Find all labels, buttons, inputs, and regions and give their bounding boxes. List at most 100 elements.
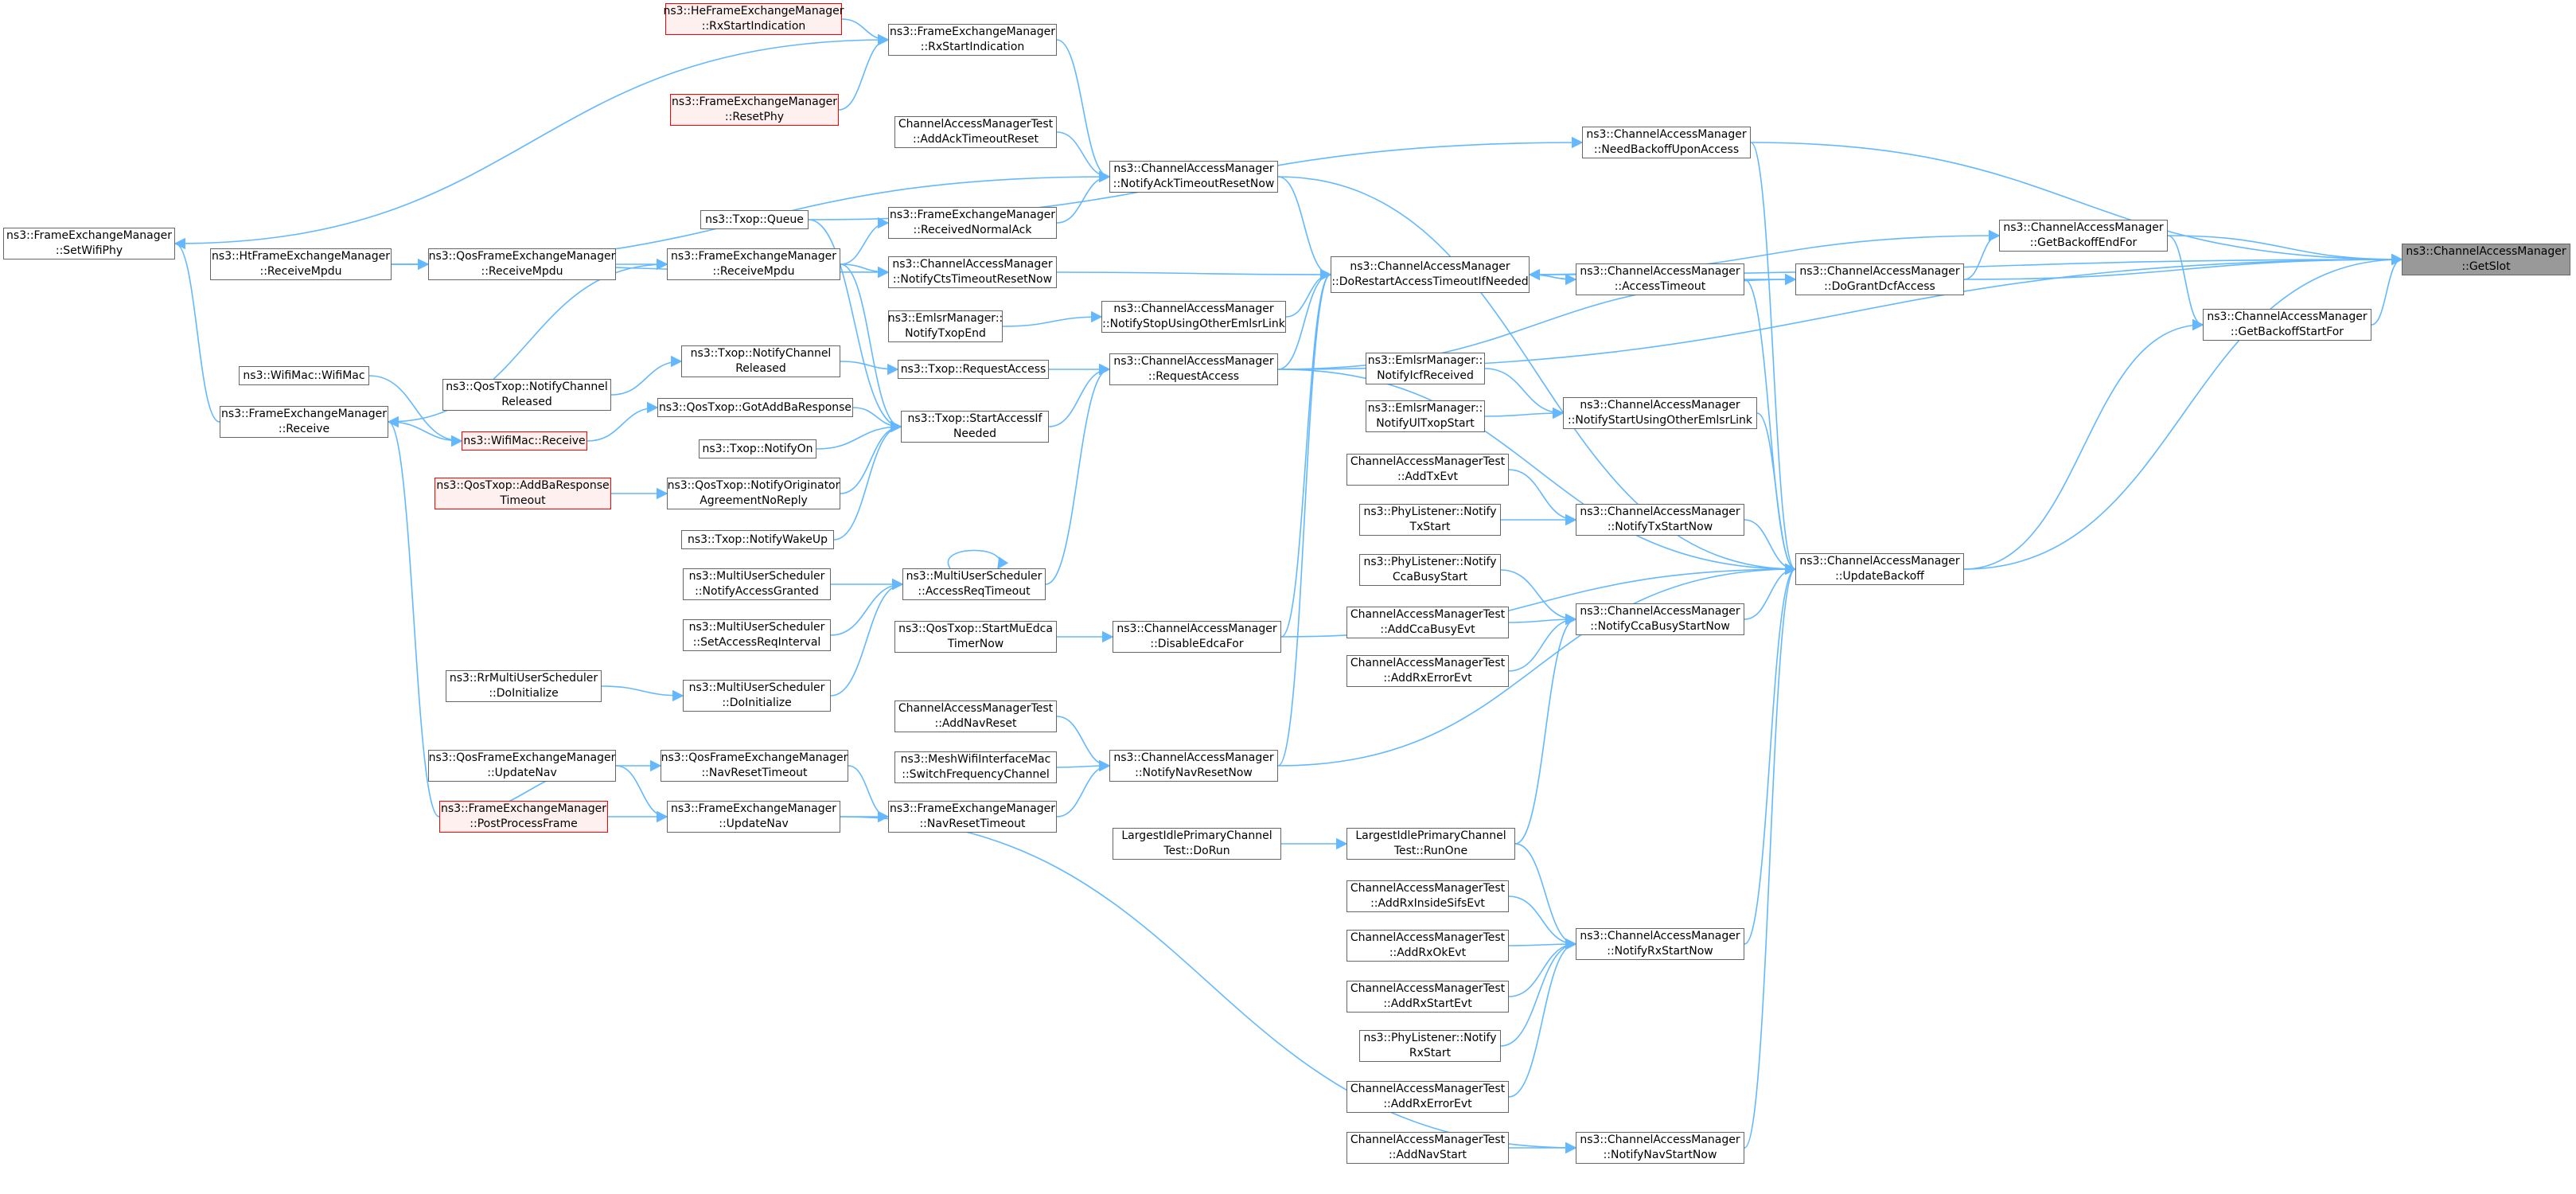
graph-node-qosfem-navresettimeout[interactable]: ns3::QosFrameExchangeManager::NavResetTi…	[661, 750, 848, 782]
graph-node-emlsrtxopend[interactable]: ns3::EmlsrManager::NotifyTxopEnd	[888, 310, 1003, 342]
graph-node-fem-setwifiphy[interactable]: ns3::FrameExchangeManager::SetWifiPhy	[3, 228, 175, 259]
call-edge	[2371, 253, 2403, 326]
graph-node-qosfem-receivempdu[interactable]: ns3::QosFrameExchangeManager::ReceiveMpd…	[428, 248, 616, 280]
graph-node-fem-postprocess[interactable]: ns3::FrameExchangeManager::PostProcessFr…	[439, 801, 608, 833]
graph-node-testaddrxok[interactable]: ChannelAccessManagerTest::AddRxOkEvt	[1346, 930, 1509, 962]
node-label-line: ns3::FrameExchangeManager	[890, 209, 1055, 221]
graph-node-wifimac-receive[interactable]: ns3::WifiMac::Receive	[462, 431, 587, 451]
graph-node-testaddrxerr2[interactable]: ChannelAccessManagerTest::AddRxErrorEvt	[1346, 1081, 1509, 1113]
graph-node-notifystartusing[interactable]: ns3::ChannelAccessManager::NotifyStartUs…	[1563, 397, 1757, 429]
graph-node-notifytxstart[interactable]: ns3::ChannelAccessManager::NotifyTxStart…	[1576, 504, 1744, 536]
graph-node-qosfem-updatenav[interactable]: ns3::QosFrameExchangeManager::UpdateNav	[428, 750, 616, 782]
node-label-line: ::NotifyCcaBusyStartNow	[1590, 620, 1730, 633]
node-label-line: ::UpdateNav	[487, 767, 557, 779]
graph-node-fem-receive[interactable]: ns3::FrameExchangeManager::Receive	[220, 406, 388, 438]
graph-node-dorestart[interactable]: ns3::ChannelAccessManager::DoRestartAcce…	[1331, 256, 1530, 293]
graph-node-emlsrul[interactable]: ns3::EmlsrManager::NotifyUlTxopStart	[1366, 400, 1485, 432]
graph-node-wifimac-wifimac[interactable]: ns3::WifiMac::WifiMac	[239, 366, 369, 385]
graph-node-notifynavreset[interactable]: ns3::ChannelAccessManager::NotifyNavRese…	[1109, 750, 1278, 782]
node-label-line: ns3::ChannelAccessManager	[1113, 751, 1274, 764]
graph-node-notifyccabusy[interactable]: ns3::ChannelAccessManager::NotifyCcaBusy…	[1576, 603, 1744, 635]
call-edge	[1750, 142, 1797, 575]
graph-node-fem-navresettimeout[interactable]: ns3::FrameExchangeManager::NavResetTimeo…	[888, 801, 1057, 833]
graph-node-txop-notifywakeup[interactable]: ns3::Txop::NotifyWakeUp	[681, 530, 834, 549]
graph-node-notifyrxstart[interactable]: ns3::ChannelAccessManager::NotifyRxStart…	[1576, 928, 1744, 960]
call-edge	[1508, 896, 1577, 950]
call-edge	[848, 765, 890, 823]
graph-node-getslot[interactable]: ns3::ChannelAccessManager::GetSlot	[2402, 244, 2570, 275]
graph-node-accesstimeout[interactable]: ns3::ChannelAccessManager::AccessTimeout	[1576, 263, 1744, 295]
graph-node-getbackoffend[interactable]: ns3::ChannelAccessManager::GetBackoffEnd…	[1999, 220, 2168, 252]
graph-node-testaddnavreset[interactable]: ChannelAccessManagerTest::AddNavReset	[894, 700, 1057, 732]
call-edge	[1744, 563, 1797, 620]
call-edge	[840, 263, 902, 433]
graph-node-mus-notifyaccess[interactable]: ns3::MultiUserScheduler::NotifyAccessGra…	[683, 568, 831, 600]
node-label-line: ::AddAckTimeoutReset	[913, 133, 1039, 146]
graph-node-txop-reqaccess[interactable]: ns3::Txop::RequestAccess	[898, 360, 1049, 379]
node-label-line: ns3::QosTxop::NotifyOriginator	[667, 479, 840, 492]
graph-node-testaddrxerr1[interactable]: ChannelAccessManagerTest::AddRxErrorEvt	[1346, 655, 1509, 687]
graph-node-notifyacktimeout[interactable]: ns3::ChannelAccessManager::NotifyAckTime…	[1109, 161, 1278, 193]
graph-node-updatebackoff[interactable]: ns3::ChannelAccessManager::UpdateBackoff	[1795, 553, 1964, 585]
graph-node-fem-recvnormalack[interactable]: ns3::FrameExchangeManager::ReceivedNorma…	[888, 207, 1057, 239]
node-label-line: ns3::ChannelAccessManager	[1113, 355, 1274, 368]
call-edge	[1508, 938, 1577, 997]
graph-node-hefem-rxstartind[interactable]: ns3::HeFrameExchangeManager::RxStartIndi…	[663, 3, 844, 35]
graph-node-needbackoff[interactable]: ns3::ChannelAccessManager::NeedBackoffUp…	[1582, 127, 1751, 158]
graph-node-emlsricf[interactable]: ns3::EmlsrManager::NotifyIcfReceived	[1366, 353, 1485, 384]
graph-node-requestaccess[interactable]: ns3::ChannelAccessManager::RequestAccess	[1109, 353, 1278, 385]
graph-node-testaddack[interactable]: ChannelAccessManagerTest::AddAckTimeoutR…	[894, 116, 1057, 148]
graph-node-qostxop-gotadd[interactable]: ns3::QosTxop::GotAddBaResponse	[657, 398, 853, 417]
node-label-line: ::UpdateNav	[719, 817, 789, 830]
graph-node-fem-rxstartind[interactable]: ns3::FrameExchangeManager::RxStartIndica…	[888, 24, 1057, 56]
graph-node-notifystopusing[interactable]: ns3::ChannelAccessManager::NotifyStopUsi…	[1101, 301, 1286, 333]
node-label-line: ns3::WifiMac::WifiMac	[243, 369, 365, 382]
graph-node-testaddnavstart[interactable]: ChannelAccessManagerTest::AddNavStart	[1346, 1132, 1509, 1164]
graph-node-notifyctstimeout[interactable]: ns3::ChannelAccessManager::NotifyCtsTime…	[888, 256, 1057, 288]
node-label-line: ns3::MultiUserScheduler	[688, 681, 825, 694]
node-label-line: ns3::HtFrameExchangeManager	[212, 250, 390, 263]
graph-node-rrmus-doinit[interactable]: ns3::RrMultiUserScheduler::DoInitialize	[446, 670, 602, 702]
graph-node-fem-updatenav[interactable]: ns3::FrameExchangeManager::UpdateNav	[667, 801, 840, 833]
graph-node-htfem-receivempdu[interactable]: ns3::HtFrameExchangeManager::ReceiveMpdu	[210, 248, 392, 280]
node-label-line: ::AddCcaBusyEvt	[1380, 623, 1475, 636]
graph-node-txop-queue[interactable]: ns3::Txop::Queue	[700, 210, 809, 229]
graph-node-testaddtx[interactable]: ChannelAccessManagerTest::AddTxEvt	[1346, 454, 1509, 486]
call-edge	[838, 33, 890, 111]
graph-node-txop-notifyon[interactable]: ns3::Txop::NotifyOn	[699, 439, 816, 458]
graph-node-notifynavstart[interactable]: ns3::ChannelAccessManager::NotifyNavStar…	[1576, 1132, 1744, 1164]
node-label-line: ns3::ChannelAccessManager	[2406, 245, 2566, 258]
node-label-line: ChannelAccessManagerTest	[1350, 982, 1506, 995]
graph-node-fem-resetphy[interactable]: ns3::FrameExchangeManager::ResetPhy	[670, 94, 839, 126]
graph-node-dograntdcf[interactable]: ns3::ChannelAccessManager::DoGrantDcfAcc…	[1795, 263, 1964, 295]
graph-node-testaddrxsifs[interactable]: ChannelAccessManagerTest::AddRxInsideSif…	[1346, 880, 1509, 912]
node-label-line: Test::DoRun	[1163, 845, 1230, 857]
call-edge	[587, 401, 659, 442]
call-edge	[601, 685, 684, 702]
node-label-line: ::NavResetTimeout	[701, 767, 808, 779]
graph-node-mesh-switch[interactable]: ns3::MeshWifiInterfaceMac::SwitchFrequen…	[894, 751, 1057, 783]
graph-node-testaddrxstart[interactable]: ChannelAccessManagerTest::AddRxStartEvt	[1346, 981, 1509, 1013]
graph-node-fem-receivempdu[interactable]: ns3::FrameExchangeManager::ReceiveMpdu	[667, 248, 840, 280]
node-label-line: ns3::ChannelAccessManager	[1350, 260, 1510, 273]
graph-node-testaddcca[interactable]: ChannelAccessManagerTest::AddCcaBusyEvt	[1346, 607, 1509, 638]
graph-node-disableedca[interactable]: ns3::ChannelAccessManager::DisableEdcaFo…	[1113, 621, 1281, 653]
graph-node-getbackoffstart[interactable]: ns3::ChannelAccessManager::GetBackoffSta…	[2203, 309, 2371, 341]
graph-node-mus-doinit[interactable]: ns3::MultiUserScheduler::DoInitialize	[683, 680, 831, 712]
graph-node-mus-accessreq[interactable]: ns3::MultiUserScheduler::AccessReqTimeou…	[902, 568, 1046, 600]
node-label-line: ns3::HeFrameExchangeManager	[663, 5, 844, 18]
graph-node-mus-setaccess[interactable]: ns3::MultiUserScheduler::SetAccessReqInt…	[683, 619, 831, 651]
node-label-line: ::NotifyStopUsingOtherEmlsrLink	[1102, 318, 1285, 330]
call-edge	[840, 361, 899, 376]
